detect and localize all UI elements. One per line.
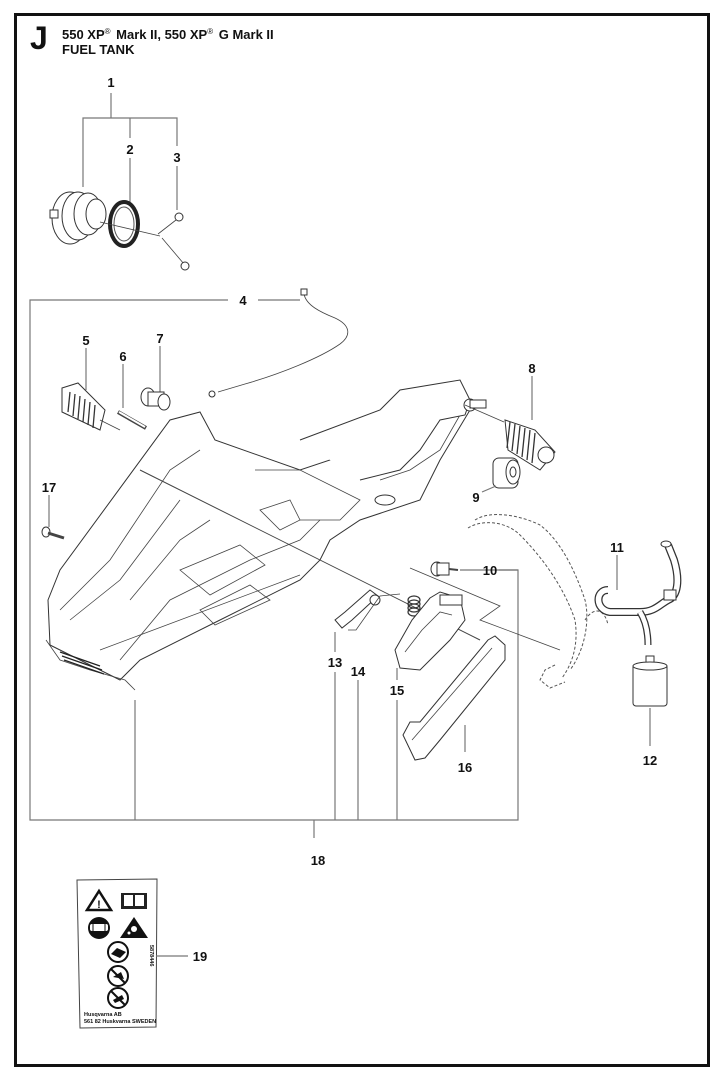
- callout-9[interactable]: 9: [472, 490, 479, 505]
- callout-16[interactable]: 16: [458, 760, 472, 775]
- diagram-title: 550 XP® Mark II, 550 XP® G Mark II FUEL …: [62, 24, 274, 57]
- damper-left-part[interactable]: [61, 382, 121, 431]
- registered-mark: ®: [104, 27, 111, 36]
- decal-serial: 5878446: [148, 945, 154, 966]
- fuel-hose-part[interactable]: [594, 540, 682, 646]
- fuel-cap-part[interactable]: [49, 191, 107, 245]
- callout-8[interactable]: 8: [528, 361, 535, 376]
- svg-text:!: !: [97, 899, 101, 911]
- throttle-trigger-part[interactable]: [394, 591, 466, 671]
- diagram-frame: [14, 13, 710, 1067]
- fuel-hose-routing-dashed: [467, 514, 609, 689]
- buffer-part[interactable]: [140, 387, 171, 411]
- fuel-filter-part[interactable]: [632, 655, 668, 707]
- leader-group-1: [82, 93, 178, 210]
- callout-1[interactable]: 1: [107, 75, 114, 90]
- model-name-1: 550 XP: [62, 27, 105, 42]
- registered-mark: ®: [207, 27, 214, 36]
- spring-part[interactable]: [348, 593, 421, 631]
- pin-part[interactable]: [117, 410, 147, 430]
- callout-15[interactable]: 15: [390, 683, 404, 698]
- callout-13[interactable]: 13: [328, 655, 342, 670]
- callout-10[interactable]: 10: [483, 563, 497, 578]
- rubber-buffer-part[interactable]: [492, 457, 521, 489]
- warning-decal-part[interactable]: ! 587: [76, 878, 158, 1029]
- retainer-strap-part[interactable]: [99, 212, 190, 271]
- tank-rear-section[interactable]: [299, 379, 487, 481]
- model-name-3: G Mark II: [215, 27, 274, 42]
- grommet-part[interactable]: [430, 561, 459, 577]
- callout-5[interactable]: 5: [82, 333, 89, 348]
- warning-triangle-icon: !: [84, 888, 114, 912]
- decal-manufacturer-line1: Husqvarna AB: [84, 1012, 122, 1018]
- callout-4[interactable]: 4: [239, 293, 247, 308]
- callout-11[interactable]: 11: [610, 540, 624, 555]
- throttle-lock-part[interactable]: [334, 589, 381, 629]
- callout-3[interactable]: 3: [173, 150, 180, 165]
- callout-18[interactable]: 18: [311, 853, 325, 868]
- model-line: 550 XP® Mark II, 550 XP® G Mark II: [62, 24, 274, 42]
- section-letter: J: [30, 20, 48, 56]
- leader-group-18: [29, 299, 519, 838]
- no-bystanders-icon: [107, 965, 129, 987]
- callout-7[interactable]: 7: [156, 331, 163, 346]
- assembly-title: FUEL TANK: [62, 42, 135, 57]
- cable-harness-part[interactable]: [208, 288, 349, 398]
- callout-2[interactable]: 2: [126, 142, 133, 157]
- o-ring-part[interactable]: [108, 200, 140, 248]
- kickback-warning-icon: [120, 917, 148, 938]
- callout-6[interactable]: 6: [119, 349, 126, 364]
- callout-14[interactable]: 14: [351, 664, 366, 679]
- handle-cover-part[interactable]: [402, 635, 506, 761]
- no-one-hand-icon: [107, 941, 129, 963]
- callout-19[interactable]: 19: [193, 949, 207, 964]
- decal-manufacturer-line2: 561 82 Huskvarna SWEDEN: [84, 1019, 156, 1025]
- no-smoking-icon: [107, 987, 129, 1009]
- manual-book-icon: [121, 893, 147, 909]
- damper-right-part[interactable]: [464, 404, 556, 471]
- ear-eye-protection-icon: [88, 917, 110, 939]
- callout-12[interactable]: 12: [643, 753, 657, 768]
- callout-17[interactable]: 17: [42, 480, 56, 495]
- screw-part[interactable]: [41, 526, 65, 540]
- model-name-2: Mark II, 550 XP: [112, 27, 208, 42]
